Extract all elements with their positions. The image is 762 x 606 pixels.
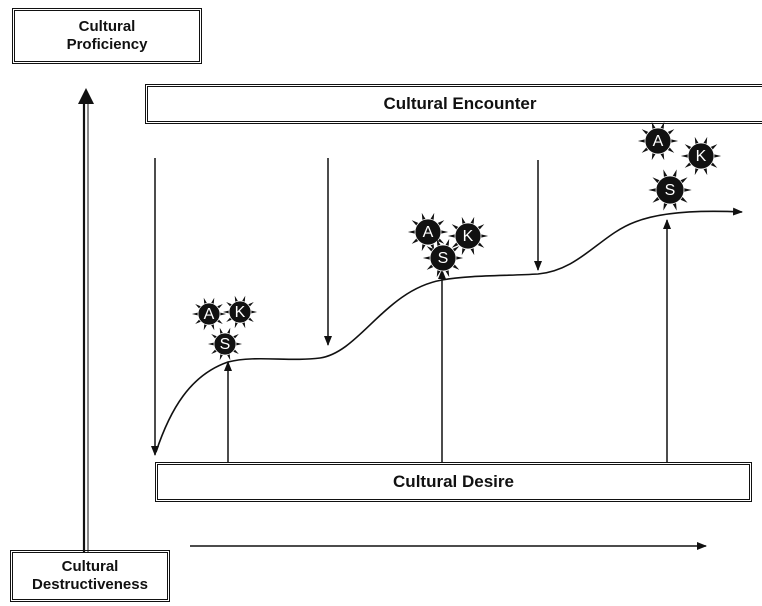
proficiency-label-line-2: Proficiency <box>66 36 148 53</box>
badge-a-2: A <box>407 212 449 252</box>
desire-label: Cultural Desire <box>393 472 514 491</box>
badge-circle <box>414 218 442 246</box>
badge-letter: S <box>438 250 449 267</box>
destructiveness-label-line-2: Destructiveness <box>32 576 148 593</box>
skill-badge-cluster-2: A K S <box>407 212 489 278</box>
badge-circle <box>644 127 672 155</box>
badge-letter: A <box>423 224 434 241</box>
badge-circle <box>228 300 252 324</box>
badge-circle <box>429 244 457 272</box>
proficiency-label-line-1: Cultural <box>78 18 136 35</box>
skill-badge-cluster-1: A K S <box>191 295 258 361</box>
badge-a-1: A <box>191 297 227 331</box>
badge-letter: K <box>463 228 474 245</box>
badge-letter: S <box>665 182 676 199</box>
cultural-proficiency-box: Cultural Proficiency <box>12 8 202 64</box>
badge-circle <box>655 175 685 205</box>
badge-circle <box>687 142 715 170</box>
badge-letter: K <box>696 148 707 165</box>
badge-letter: S <box>220 336 231 353</box>
badge-a-3: A <box>637 121 679 161</box>
badge-s-3: S <box>648 169 692 211</box>
badge-s-2: S <box>422 238 464 278</box>
badge-circle <box>213 332 237 356</box>
competence-progress-curve <box>155 207 743 453</box>
skill-badge-cluster-3: A K S <box>637 121 722 211</box>
badge-circle <box>454 222 482 250</box>
cultural-encounter-box: Cultural Encounter <box>145 84 762 124</box>
cultural-destructiveness-box: Cultural Destructiveness <box>10 550 170 602</box>
badge-letter: A <box>204 306 215 323</box>
destructiveness-label-line-1: Cultural <box>61 558 119 575</box>
cultural-desire-box: Cultural Desire <box>155 462 752 502</box>
encounter-label: Cultural Encounter <box>383 94 537 113</box>
proficiency-axis-arrow <box>78 88 94 552</box>
badge-k-3: K <box>680 136 722 176</box>
badge-k-2: K <box>447 216 489 256</box>
badge-k-1: K <box>222 295 258 329</box>
badge-s-1: S <box>207 327 243 361</box>
badge-letter: A <box>653 133 664 150</box>
badge-letter: K <box>235 304 246 321</box>
badge-circle <box>197 302 221 326</box>
